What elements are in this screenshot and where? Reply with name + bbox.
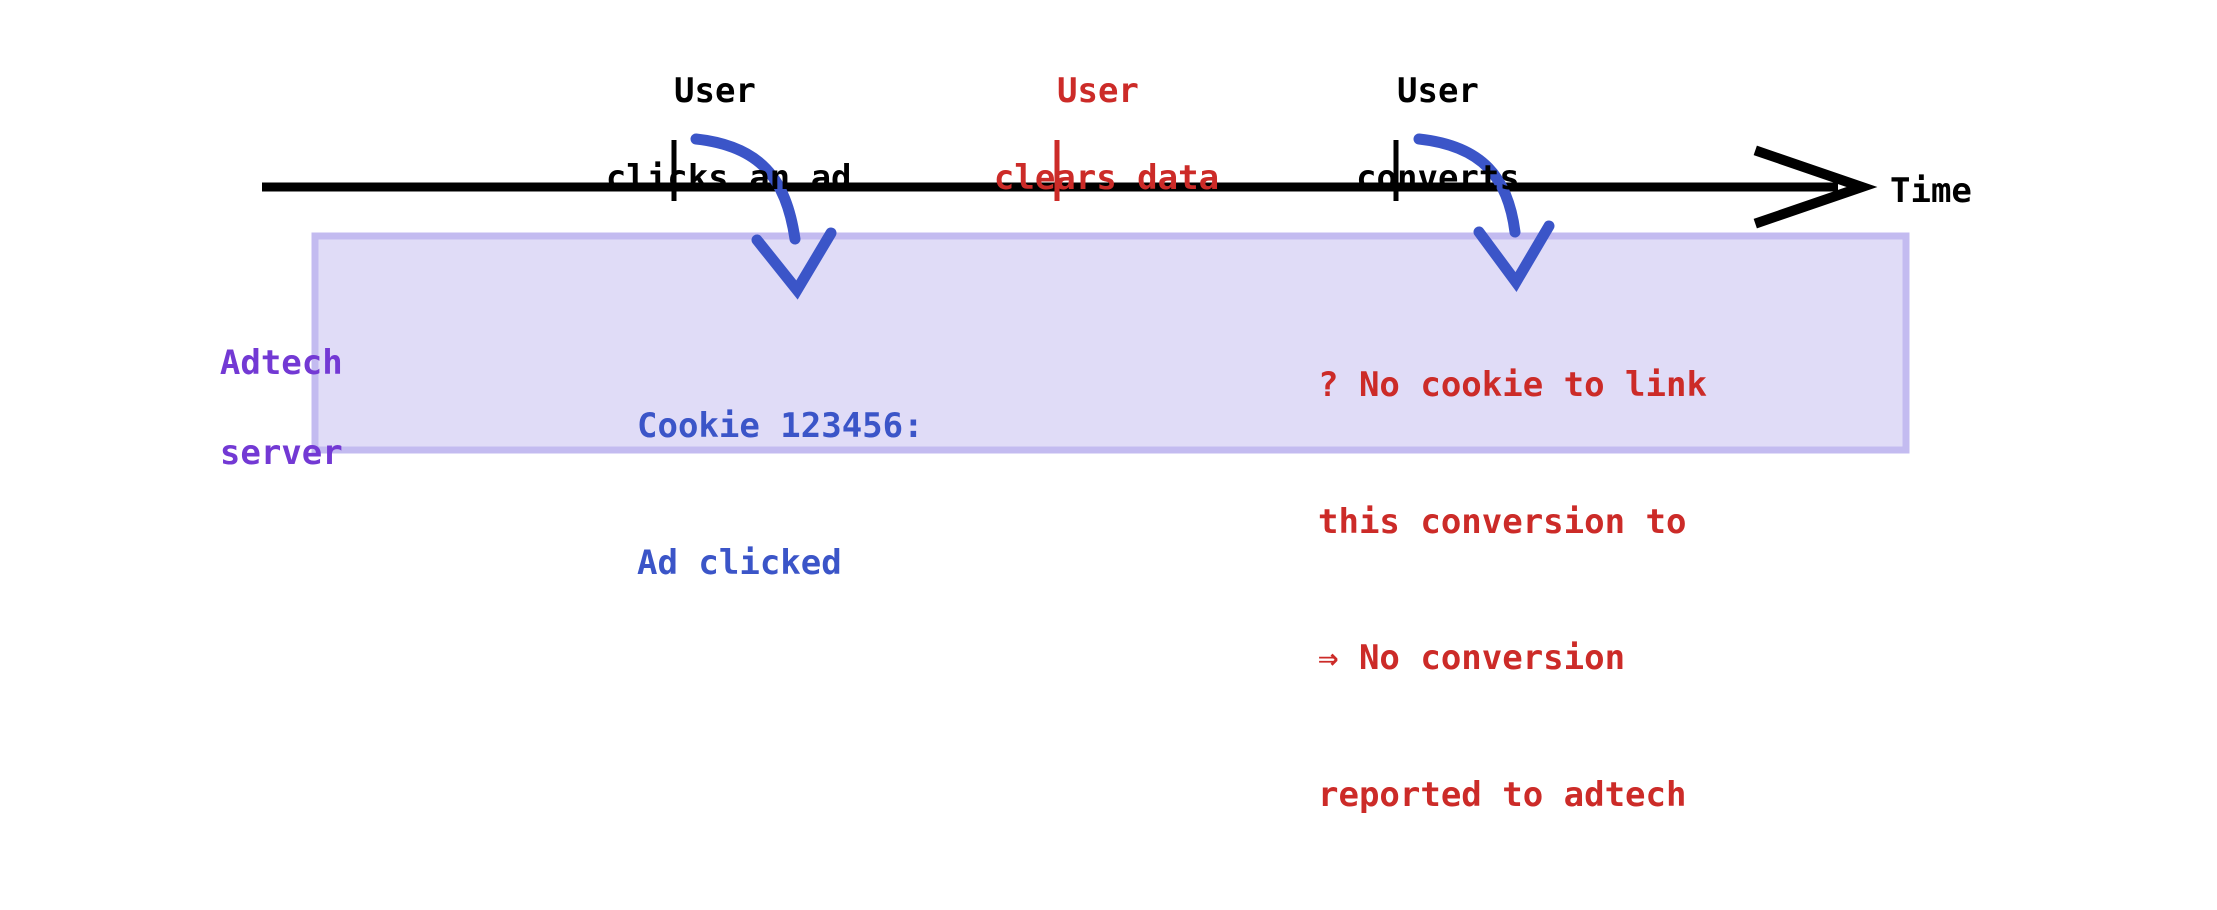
warning-note-line-1: ? No cookie to link	[1318, 365, 1707, 406]
warning-note-line-4: reported to adtech	[1318, 775, 1687, 816]
server-note-no-cookie-warning: ? No cookie to link this conversion to ⇒…	[1318, 272, 1707, 910]
event-convert-line1: User	[1397, 70, 1479, 111]
event-convert-line2: converts	[1356, 157, 1520, 198]
time-axis-label: Time	[1890, 171, 1972, 211]
warning-note-line-3: ⇒ No conversion	[1318, 638, 1626, 679]
cookie-note-line-2: Ad clicked	[637, 542, 842, 583]
cookie-note-line-1: Cookie 123456:	[637, 406, 924, 447]
timeline-event-label-convert: User converts	[1272, 26, 1522, 244]
timeline-event-label-clear: User clears data	[912, 26, 1219, 244]
event-click-line2: clicks an ad	[605, 157, 852, 198]
event-clear-line2: clears data	[993, 157, 1220, 198]
diagram-canvas: User clicks an ad User clears data User …	[220, 26, 1972, 816]
event-clear-line1: User	[1057, 70, 1139, 111]
server-note-cookie-logged: Cookie 123456: Ad clicked	[637, 313, 924, 677]
time-arrow-head-icon	[1753, 145, 1878, 229]
warning-note-line-2: this conversion to	[1318, 501, 1687, 542]
event-click-line1: User	[674, 70, 756, 111]
timeline-event-label-click: User clicks an ad	[524, 26, 852, 244]
adtech-server-label-line1: Adtech	[219, 342, 343, 383]
adtech-server-label: Adtech server	[138, 296, 343, 520]
adtech-server-label-line2: server	[219, 432, 343, 473]
